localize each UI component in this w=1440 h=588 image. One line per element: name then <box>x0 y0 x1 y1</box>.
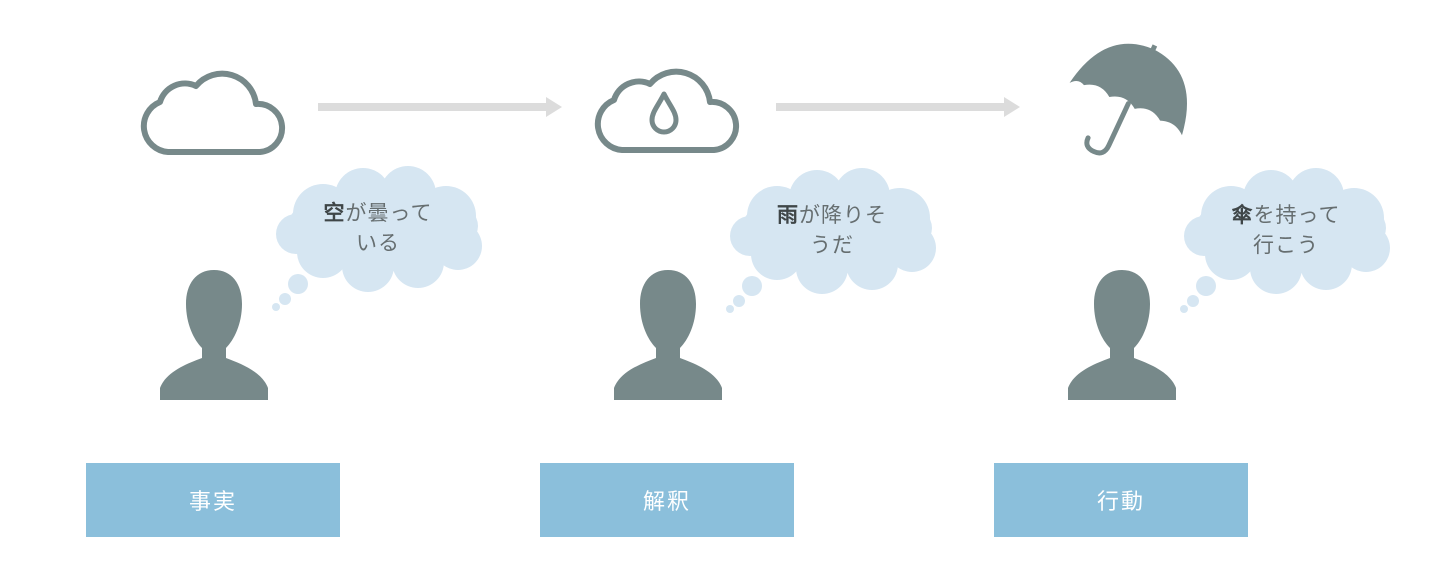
stage-label-fact: 事実 <box>86 463 340 537</box>
thought-line1: を持って <box>1253 203 1341 227</box>
thought-line1: が降りそ <box>799 203 887 227</box>
stage-label-text: 事実 <box>188 490 237 515</box>
person-icon <box>614 270 722 400</box>
thought-emphasis: 空 <box>323 201 346 225</box>
thought-line2: 行こう <box>1253 233 1319 257</box>
stage-label-action: 行動 <box>994 463 1248 537</box>
stage-label-text: 解釈 <box>642 490 691 515</box>
thought-text: 空が曇って いる <box>298 198 458 258</box>
cloud-icon <box>140 70 286 155</box>
thought-text: 傘を持って 行こう <box>1206 200 1366 260</box>
thought-cloud-shape <box>726 168 936 313</box>
thought-emphasis: 傘 <box>1231 203 1254 227</box>
umbrella-icon <box>1069 43 1187 156</box>
stage-label-interpretation: 解釈 <box>540 463 794 537</box>
thought-bubble: 雨が降りそ うだ <box>722 168 952 318</box>
thought-bubble: 傘を持って 行こう <box>1176 168 1406 318</box>
thought-bubble: 空が曇って いる <box>268 166 498 316</box>
person-icon <box>160 270 268 400</box>
thought-text: 雨が降りそ うだ <box>752 200 912 260</box>
thought-line2: いる <box>356 231 400 255</box>
thought-cloud-shape <box>272 166 482 311</box>
arrow-icon <box>776 97 1020 117</box>
thought-line2: うだ <box>810 233 854 257</box>
arrow-icon <box>318 97 562 117</box>
thought-emphasis: 雨 <box>777 203 799 227</box>
thought-line1: が曇って <box>345 201 433 225</box>
stage-label-text: 行動 <box>1096 490 1145 515</box>
rain-cloud-icon <box>594 68 740 153</box>
person-icon <box>1068 270 1176 400</box>
thought-cloud-shape <box>1180 168 1390 313</box>
